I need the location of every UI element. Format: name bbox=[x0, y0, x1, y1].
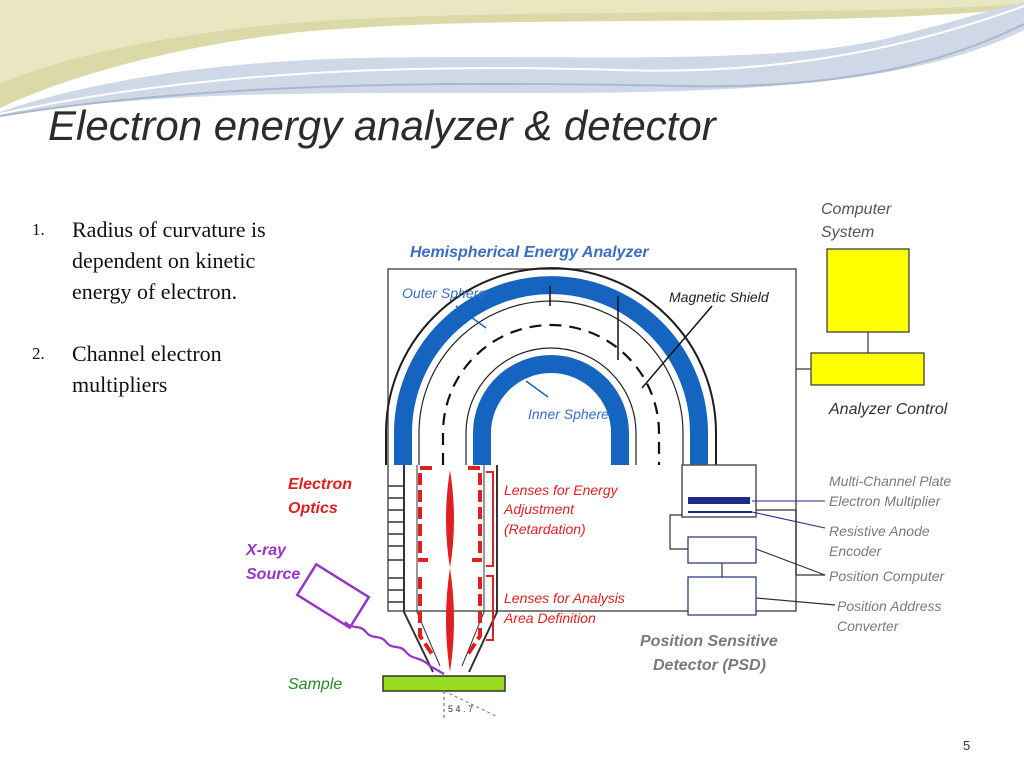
inner-sphere-leader bbox=[525, 380, 549, 398]
energy-lens-label: Lenses for Energy Adjustment (Retardatio… bbox=[503, 482, 622, 537]
instrument-frame bbox=[387, 268, 797, 612]
inner-sphere-label: Inner Sphere bbox=[528, 406, 609, 422]
analyzer-control-box bbox=[810, 352, 925, 386]
analysis-lens-label: Lenses for Analysis Area Definition bbox=[503, 590, 629, 626]
energy-lens-line3: (Retardation) bbox=[504, 521, 586, 537]
bullet-item: 2. Channel electron multipliers bbox=[32, 338, 302, 400]
slide-title: Electron energy analyzer & detector bbox=[48, 102, 716, 149]
lens-electrodes-left bbox=[418, 466, 436, 659]
sample-label: Sample bbox=[288, 676, 342, 693]
inner-sphere bbox=[473, 355, 629, 465]
sphere-edge-outer bbox=[418, 300, 684, 465]
mcp-line2: Electron Multiplier bbox=[829, 493, 942, 509]
xray-source-line1: X-ray bbox=[245, 542, 287, 559]
figure-code: 5 4 . 7 bbox=[448, 704, 473, 714]
bullet-number: 1. bbox=[32, 220, 45, 239]
resistive-anode-line1: Resistive Anode bbox=[829, 523, 930, 539]
resistive-anode-line2: Encoder bbox=[829, 543, 882, 559]
computer-system-line1: Computer bbox=[821, 201, 892, 218]
position-computer-box bbox=[687, 536, 757, 564]
magnetic-shield-leader bbox=[641, 305, 713, 389]
position-address-label: Position Address Converter bbox=[837, 598, 945, 634]
analysis-lens-line1: Lenses for Analysis bbox=[504, 590, 625, 606]
xray-source-label: X-ray Source bbox=[245, 542, 300, 583]
resistive-anode-label: Resistive Anode Encoder bbox=[829, 523, 934, 559]
anode-leader bbox=[751, 511, 826, 529]
sample-plate bbox=[382, 675, 506, 692]
column-outline bbox=[403, 465, 498, 673]
lens-tick-marks bbox=[388, 485, 404, 603]
multi-channel-plate bbox=[688, 497, 750, 504]
energy-lens-line2: Adjustment bbox=[503, 501, 575, 517]
analyzer-control-label: Analyzer Control bbox=[828, 401, 948, 418]
position-computer-label: Position Computer bbox=[829, 568, 946, 584]
analysis-lens-line2: Area Definition bbox=[503, 610, 596, 626]
energy-lens-bracket bbox=[486, 471, 494, 567]
outer-sphere bbox=[394, 276, 708, 465]
psd-connectors bbox=[669, 514, 836, 606]
psd-line2: Detector (PSD) bbox=[653, 657, 766, 674]
page-number: 5 bbox=[963, 738, 971, 753]
xray-wave bbox=[344, 621, 445, 675]
magnetic-shield-label: Magnetic Shield bbox=[669, 289, 770, 305]
xray-source-line2: Source bbox=[246, 566, 300, 583]
outer-sphere-label: Outer Sphere bbox=[402, 285, 486, 301]
column-inner-outline bbox=[416, 465, 485, 667]
lens-electrodes-right bbox=[464, 466, 482, 659]
computer-system-line2: System bbox=[821, 224, 874, 241]
computer-system-label: Computer System bbox=[821, 201, 896, 241]
decorative-header-banner bbox=[0, 0, 1024, 117]
bullet-text: Channel electron multipliers bbox=[72, 341, 222, 397]
computer-system-box bbox=[826, 248, 910, 333]
analyzer-heading: Hemispherical Energy Analyzer bbox=[410, 244, 649, 261]
energy-lens-line1: Lenses for Energy bbox=[504, 482, 619, 498]
detector-housing bbox=[681, 464, 757, 518]
position-address-box bbox=[687, 576, 757, 616]
xray-source-box bbox=[295, 562, 371, 630]
outer-sphere-leader bbox=[455, 305, 487, 329]
psd-readout-line bbox=[756, 509, 825, 576]
analysis-lens-bracket bbox=[486, 575, 494, 641]
psd-label: Position Sensitive Detector (PSD) bbox=[640, 633, 782, 674]
electron-optics-line2: Optics bbox=[288, 500, 338, 517]
bullet-list: 1. Radius of curvature is dependent on k… bbox=[32, 214, 302, 431]
electron-optics-line1: Electron bbox=[288, 476, 352, 493]
position-address-line2: Converter bbox=[837, 618, 900, 634]
sample-angle-line bbox=[443, 690, 497, 717]
bullet-number: 2. bbox=[32, 344, 45, 363]
magnetic-shield bbox=[385, 267, 717, 465]
electron-trajectory bbox=[441, 323, 661, 465]
bullet-text: Radius of curvature is dependent on kine… bbox=[72, 217, 266, 304]
psd-line1: Position Sensitive bbox=[640, 633, 778, 650]
position-address-line1: Position Address bbox=[837, 598, 942, 614]
bullet-item: 1. Radius of curvature is dependent on k… bbox=[32, 214, 302, 307]
mcp-line1: Multi-Channel Plate bbox=[829, 473, 951, 489]
hemisphere-group bbox=[385, 267, 717, 465]
electron-beam bbox=[446, 470, 454, 672]
lens-column bbox=[388, 465, 498, 673]
sphere-edge-inner bbox=[465, 347, 637, 465]
mcp-label: Multi-Channel Plate Electron Multiplier bbox=[829, 473, 955, 509]
electron-optics-label: Electron Optics bbox=[288, 476, 356, 517]
